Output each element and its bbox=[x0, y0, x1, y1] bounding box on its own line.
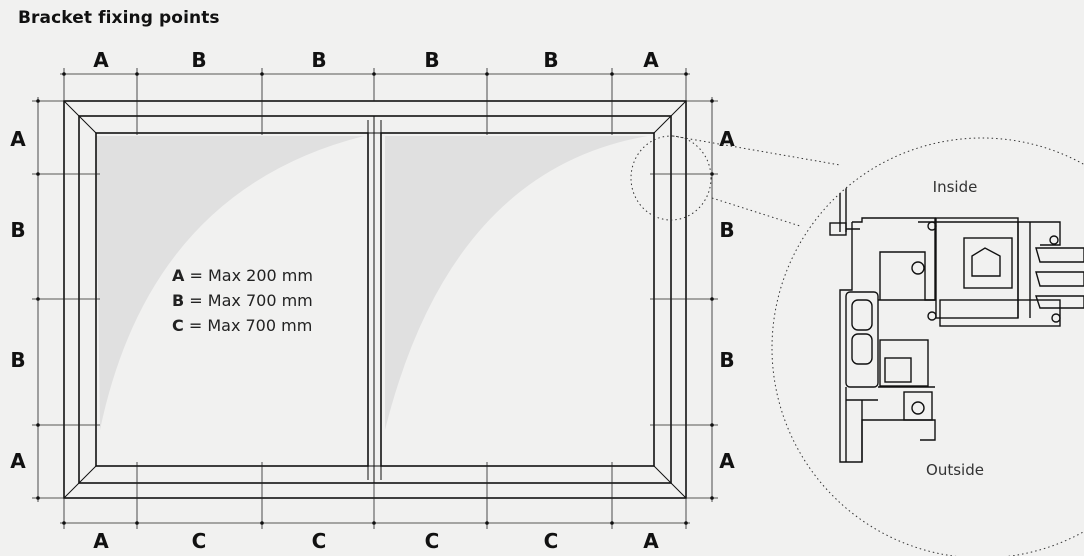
legend-item: A = Max 200 mm bbox=[172, 266, 313, 285]
right-label: B bbox=[719, 218, 734, 242]
legend-item: B = Max 700 mm bbox=[172, 291, 313, 310]
window-frame bbox=[63, 100, 687, 499]
right-labels: A B B A bbox=[719, 127, 735, 473]
top-label: B bbox=[191, 48, 206, 72]
bottom-labels: A C C C C A bbox=[93, 529, 659, 553]
bottom-label: C bbox=[312, 529, 327, 553]
top-labels: A B B B B A bbox=[93, 48, 659, 72]
left-label: A bbox=[10, 127, 26, 151]
top-label: A bbox=[643, 48, 659, 72]
dimension-lines bbox=[32, 68, 718, 529]
top-label: B bbox=[311, 48, 326, 72]
top-label: A bbox=[93, 48, 109, 72]
diagram-title: Bracket fixing points bbox=[18, 8, 220, 28]
right-label: B bbox=[719, 348, 734, 372]
top-label: B bbox=[424, 48, 439, 72]
inside-label: Inside bbox=[933, 178, 978, 196]
right-label: A bbox=[719, 449, 735, 473]
glass-reflection-right bbox=[385, 136, 648, 430]
left-label: B bbox=[10, 348, 25, 372]
bottom-label: A bbox=[93, 529, 109, 553]
legend: A = Max 200 mm B = Max 700 mm C = Max 70… bbox=[172, 266, 313, 335]
profile-section-icon bbox=[829, 172, 1084, 463]
right-label: A bbox=[719, 127, 735, 151]
bottom-label: C bbox=[425, 529, 440, 553]
detail-callout: Inside Outside bbox=[630, 135, 1084, 556]
glass-reflection-left bbox=[96, 136, 364, 430]
outside-label: Outside bbox=[926, 461, 984, 479]
bottom-label: C bbox=[544, 529, 559, 553]
top-label: B bbox=[543, 48, 558, 72]
bottom-label: C bbox=[192, 529, 207, 553]
legend-item: C = Max 700 mm bbox=[172, 316, 312, 335]
bottom-label: A bbox=[643, 529, 659, 553]
left-label: B bbox=[10, 218, 25, 242]
left-labels: A B B A bbox=[10, 127, 26, 473]
left-label: A bbox=[10, 449, 26, 473]
